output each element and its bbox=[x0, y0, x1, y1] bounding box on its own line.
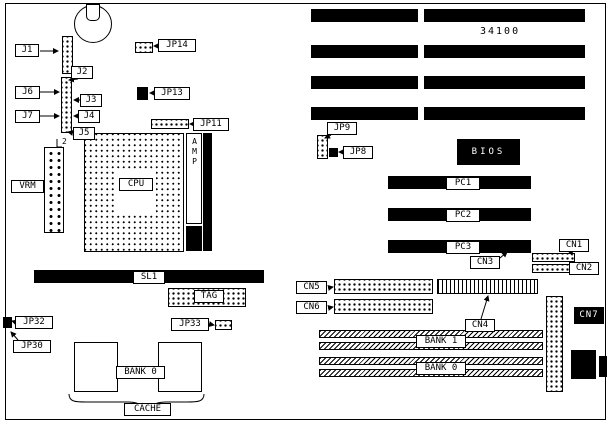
battery-clip bbox=[86, 4, 100, 21]
cache-chip-1 bbox=[74, 342, 118, 392]
edge-connector-right bbox=[546, 296, 563, 392]
amp-module-base bbox=[186, 226, 202, 251]
isa-slot-4-left bbox=[311, 107, 418, 120]
pc2-label: PC2 bbox=[446, 209, 480, 222]
isa-slot-1-right bbox=[424, 9, 585, 22]
pc1-label: PC1 bbox=[446, 177, 480, 190]
isa-slot-3-left bbox=[311, 76, 418, 89]
jp33-label: JP33 bbox=[171, 318, 209, 331]
cpu-socket bbox=[84, 133, 184, 252]
j1-pin-header bbox=[62, 36, 73, 74]
amp-module: AMP bbox=[186, 133, 202, 224]
jp33-pin-header bbox=[215, 320, 232, 330]
j1-label: J1 bbox=[15, 44, 39, 57]
cn6-label: CN6 bbox=[296, 301, 327, 314]
jp9-label: JP9 bbox=[327, 122, 357, 135]
part-number: 34100 bbox=[480, 26, 521, 37]
edge-component bbox=[571, 350, 596, 379]
vrm-module bbox=[44, 147, 64, 233]
cn3-label: CN3 bbox=[470, 256, 500, 269]
jp9-pin-header bbox=[317, 135, 328, 159]
jp11-pin-header bbox=[151, 119, 189, 129]
cn4-label: CN4 bbox=[465, 319, 495, 332]
edge-tab bbox=[599, 356, 607, 377]
j5-label: J5 bbox=[73, 127, 95, 140]
isa-slot-4-right bbox=[424, 107, 585, 120]
bank0-dimm-label: BANK 0 bbox=[416, 362, 466, 375]
jp14-label: JP14 bbox=[158, 39, 196, 52]
cn5-label: CN5 bbox=[296, 281, 327, 294]
pin-2-marker: 2 bbox=[62, 137, 67, 146]
jp13-label: JP13 bbox=[154, 87, 190, 100]
vrm-label: VRM bbox=[11, 180, 44, 193]
cn5-connector bbox=[334, 279, 433, 294]
cn6-connector bbox=[334, 299, 433, 314]
bank1-label: BANK 1 bbox=[416, 335, 466, 348]
bios-chip: BIOS bbox=[457, 139, 520, 165]
cn1-pin-header bbox=[532, 253, 575, 262]
cn7-connector: CN7 bbox=[574, 307, 604, 324]
sl1-label: SL1 bbox=[133, 271, 165, 284]
j7-label: J7 bbox=[15, 110, 40, 123]
j3-label: J3 bbox=[80, 94, 102, 107]
tag-label: TAG bbox=[194, 290, 224, 303]
jp32-label: JP32 bbox=[15, 316, 53, 329]
cn2-label: CN2 bbox=[569, 262, 599, 275]
jp8-label: JP8 bbox=[343, 146, 373, 159]
amp-module-bar bbox=[203, 133, 212, 251]
jumper-block-j2-j7 bbox=[61, 77, 72, 133]
jp11-label: JP11 bbox=[193, 118, 229, 131]
jp8-pin-header bbox=[329, 148, 338, 157]
jp13-pin-header bbox=[137, 87, 148, 100]
j6-label: J6 bbox=[15, 86, 40, 99]
cache-chip-2 bbox=[158, 342, 202, 392]
pc3-label: PC3 bbox=[446, 241, 480, 254]
isa-slot-1-left bbox=[311, 9, 418, 22]
cache-label: CACHE bbox=[124, 403, 171, 416]
board-outline bbox=[5, 3, 606, 420]
cn4-connector bbox=[437, 279, 538, 294]
jp30-label: JP30 bbox=[13, 340, 51, 353]
jp32-pin-header bbox=[3, 317, 12, 328]
cn1-label: CN1 bbox=[559, 239, 589, 252]
j4-label: J4 bbox=[78, 110, 100, 123]
cpu-label: CPU bbox=[119, 178, 153, 191]
isa-slot-3-right bbox=[424, 76, 585, 89]
j2-label: J2 bbox=[71, 66, 93, 79]
isa-slot-2-left bbox=[311, 45, 418, 58]
jp14-pin-header bbox=[135, 42, 153, 53]
amp-label: AMP bbox=[190, 137, 199, 167]
cache-bank0-label: BANK 0 bbox=[116, 366, 165, 379]
isa-slot-2-right bbox=[424, 45, 585, 58]
